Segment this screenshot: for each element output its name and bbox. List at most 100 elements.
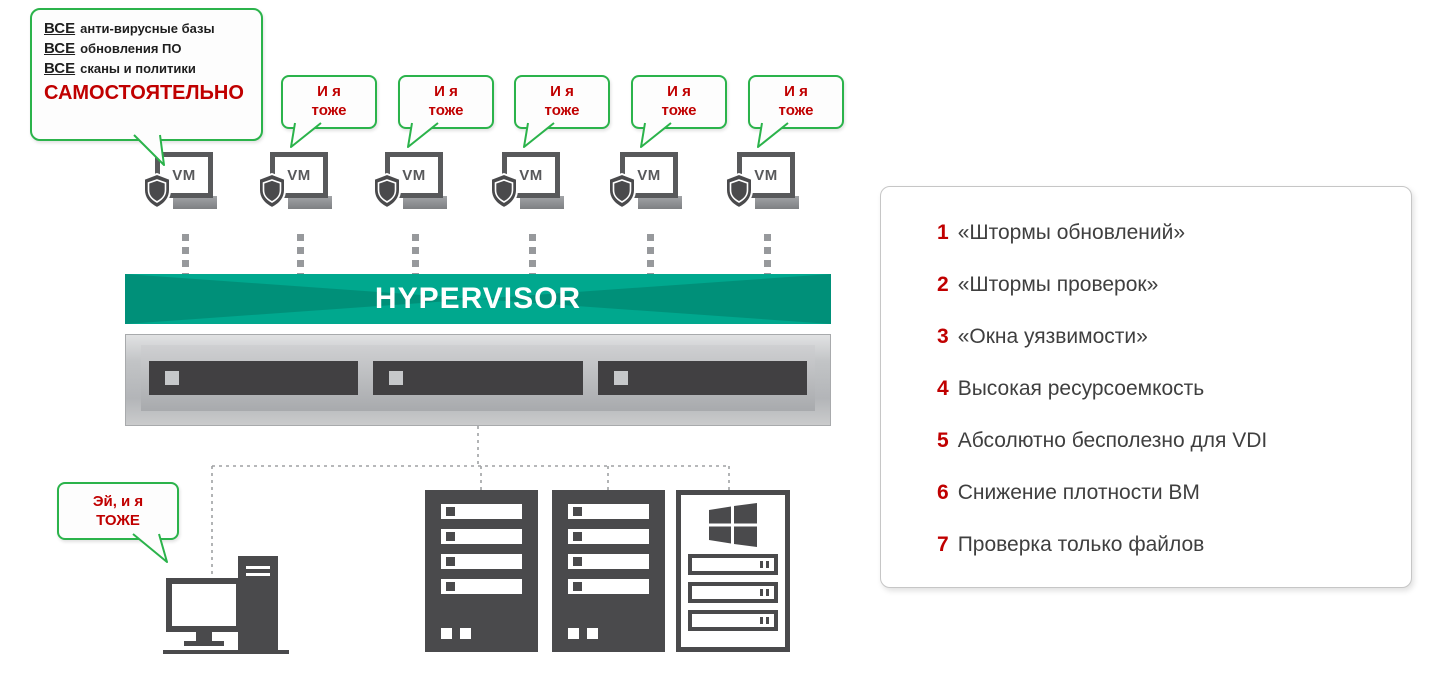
chassis-slot (149, 361, 359, 395)
issue-item: 5 Абсолютно бесполезно для VDI (937, 429, 1391, 453)
issue-item: 2 «Штормы проверок» (937, 273, 1391, 297)
server-slot (441, 504, 522, 519)
bubble-line: ВСЕ анти-вирусные базы (44, 20, 249, 37)
vm-dotted-link (182, 234, 189, 274)
vm-base (520, 196, 564, 209)
slot-tick (766, 561, 769, 568)
issue-text: Абсолютно бесполезно для VDI (957, 429, 1268, 452)
server-tower-icon (425, 490, 538, 652)
issue-number: 2 (937, 273, 949, 296)
slot-square (446, 507, 455, 516)
slot-square (573, 532, 582, 541)
slot-square (446, 532, 455, 541)
issue-number: 5 (937, 429, 949, 452)
issue-item: 1«Штормы обновлений» (937, 221, 1391, 245)
shield-icon (373, 173, 401, 209)
server-slot (688, 610, 778, 631)
vm-dotted-link (647, 234, 654, 274)
bubble-text: И я (550, 83, 574, 101)
issue-number: 3 (937, 325, 949, 348)
server-slot (568, 554, 649, 569)
pc-ground-line (163, 650, 289, 654)
bubble-text: тоже (311, 102, 347, 119)
vm-dotted-link (764, 234, 771, 274)
vm-dotted-link (412, 234, 419, 274)
chassis-slot (597, 361, 807, 395)
slot-tick (760, 561, 763, 568)
vm-label: VM (637, 166, 661, 184)
slot-square (446, 557, 455, 566)
slot-tick (766, 589, 769, 596)
bubble-text: ТОЖЕ (96, 512, 140, 529)
server-slot (441, 529, 522, 544)
hypervisor-ribbon-shading (125, 274, 831, 324)
vm-icon: VM (373, 152, 457, 232)
server-button (441, 628, 452, 639)
slot-square (573, 557, 582, 566)
server-slot (441, 579, 522, 594)
vm-icon: VM (725, 152, 809, 232)
bubble-text: И я (667, 83, 691, 101)
vm-label: VM (287, 166, 311, 184)
slot-tick (760, 589, 763, 596)
server-slot (568, 529, 649, 544)
tower-detail (246, 566, 270, 569)
server-button (568, 628, 579, 639)
vm-icon: VM (608, 152, 692, 232)
vm-dotted-link (297, 234, 304, 274)
bubble-line-text: анти-вирусные базы (80, 21, 215, 36)
shield-icon (725, 173, 753, 209)
speech-bubble-metoo: И я тоже (281, 75, 377, 148)
bubble-line-prefix: ВСЕ (44, 20, 76, 37)
issue-text: «Окна уязвимости» (957, 325, 1148, 348)
windows-server-icon (676, 490, 790, 652)
shield-icon (608, 173, 636, 209)
issue-number: 4 (937, 377, 949, 400)
slot-tick (760, 617, 763, 624)
vm-monitor-icon: VM (502, 152, 560, 198)
bubble-text: тоже (428, 102, 464, 119)
issue-text: Снижение плотности ВМ (957, 481, 1200, 504)
bubble-text: Эй, и я (92, 492, 144, 510)
tower-detail (246, 573, 270, 576)
bubble-emphasis: САМОСТОЯТЕЛЬНО (44, 82, 244, 104)
issue-item: 3 «Окна уязвимости» (937, 325, 1391, 349)
slot-led (165, 371, 179, 385)
server-button (587, 628, 598, 639)
server-rack-icon (125, 334, 831, 426)
vm-monitor-icon: VM (385, 152, 443, 198)
hypervisor-label: HYPERVISOR (374, 282, 582, 315)
bubble-text: тоже (661, 102, 697, 119)
slot-led (389, 371, 404, 385)
server-tower-icon (552, 490, 665, 652)
slot-square (446, 582, 455, 591)
vm-base (755, 196, 799, 209)
slot-square (573, 507, 582, 516)
speech-bubble-metoo: И я тоже (631, 75, 727, 148)
vm-base (173, 196, 217, 209)
bubble-text: тоже (778, 102, 814, 119)
vm-icon: VM (490, 152, 574, 232)
slot-tick (766, 617, 769, 624)
vm-dotted-link (529, 234, 536, 274)
vm-label: VM (754, 166, 778, 184)
issue-number: 1 (937, 221, 949, 244)
bubble-tail (290, 122, 322, 148)
issue-text: «Штормы проверок» (957, 273, 1159, 296)
vm-base (403, 196, 447, 209)
pc-monitor-base (184, 641, 224, 646)
server-slot (441, 554, 522, 569)
bubble-line-text: обновления ПО (80, 41, 182, 56)
bubble-tail (407, 122, 439, 148)
vm-icon: VM (258, 152, 342, 232)
vm-base (288, 196, 332, 209)
server-slot (688, 554, 778, 575)
shield-icon (258, 173, 286, 209)
shield-icon (490, 173, 518, 209)
hypervisor-ribbon: HYPERVISOR (125, 274, 831, 324)
speech-bubble-metoo: И я тоже (398, 75, 494, 148)
